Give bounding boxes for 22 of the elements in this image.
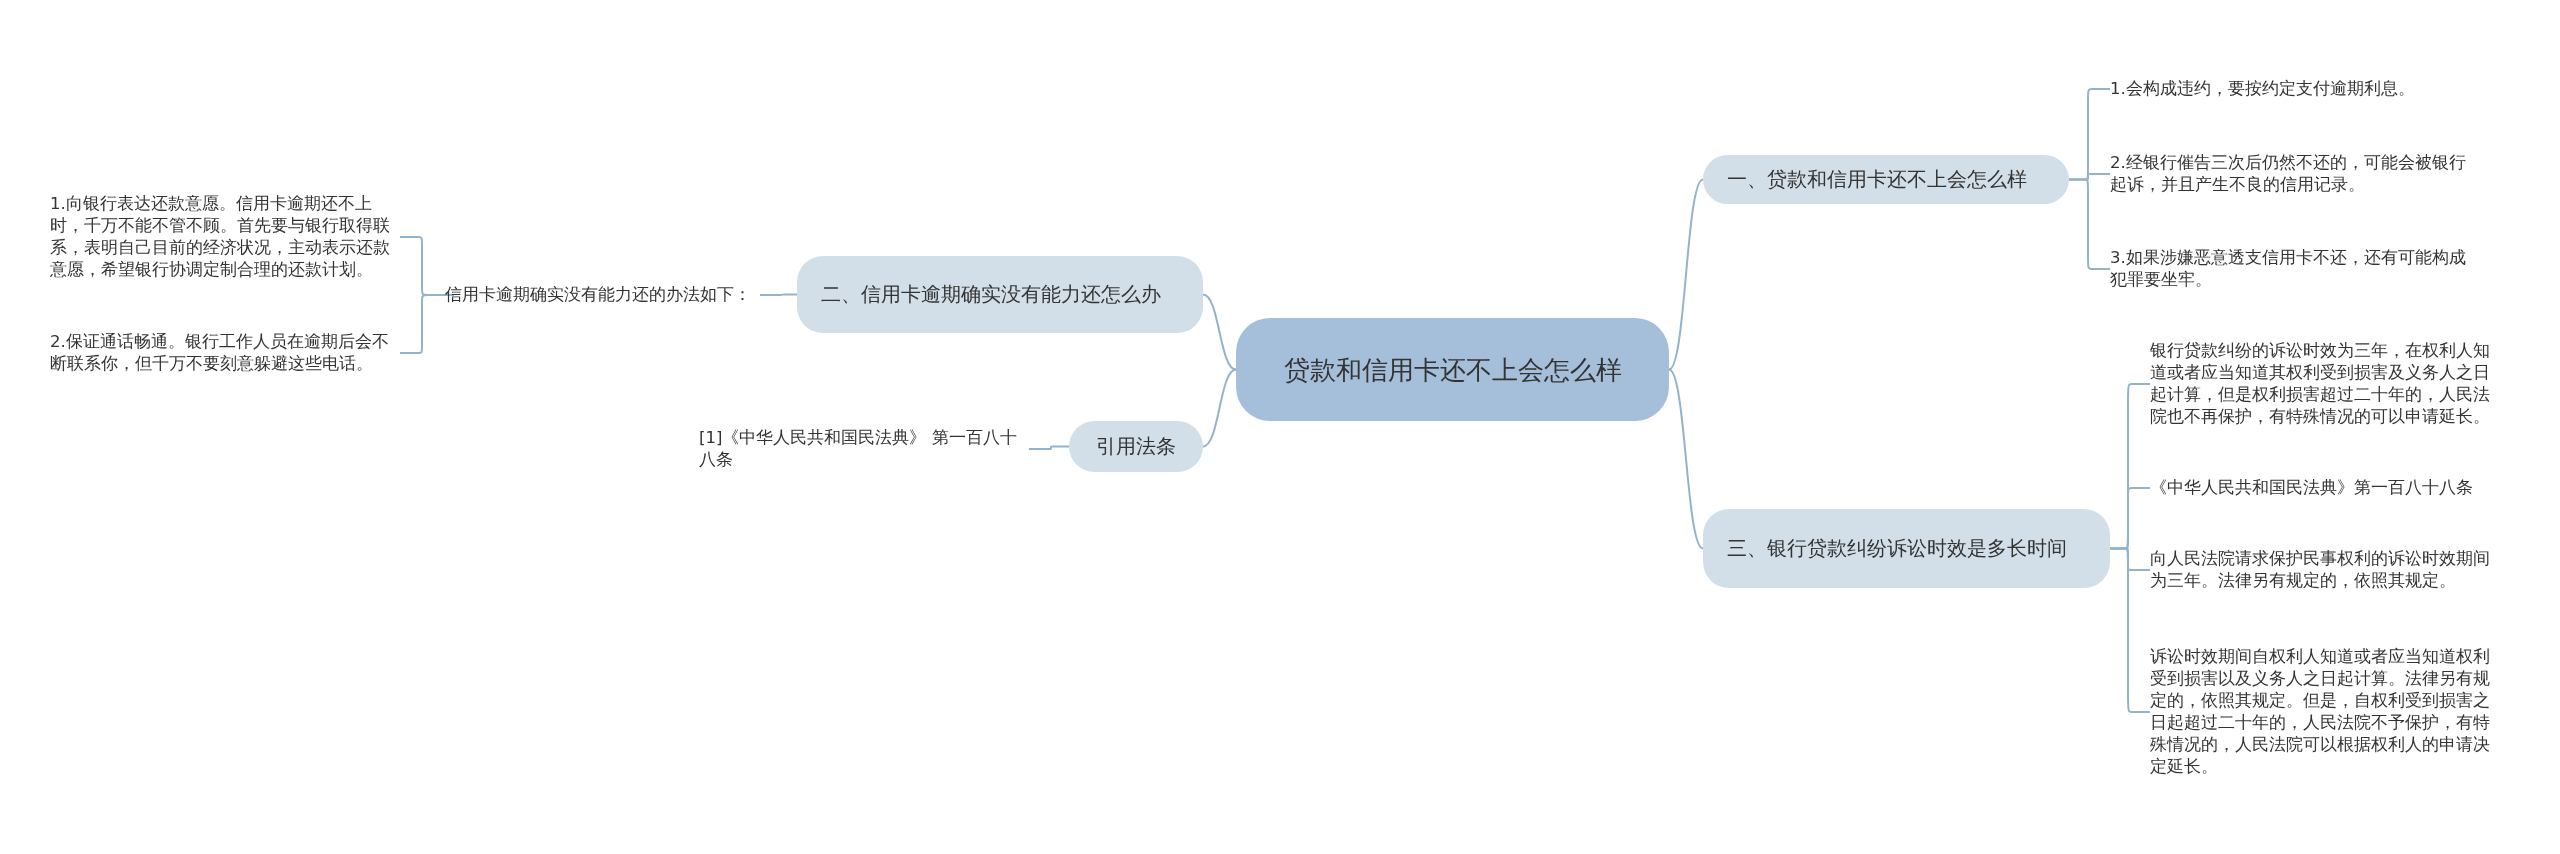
topic-box: 二、信用卡逾期确实没有能力还怎么办 — [797, 256, 1203, 333]
connector-line — [759, 293, 798, 296]
note-text: 1.会构成违约，要按约定支付逾期利息。 — [2110, 78, 2470, 100]
note-text: 信用卡逾期确实没有能力还的办法如下： — [445, 284, 760, 306]
note-text: 向人民法院请求保护民事权利的诉讼时效期间为三年。法律另有规定的，依照其规定。 — [2150, 548, 2505, 592]
connector-line — [1028, 445, 1070, 450]
connector-line — [1202, 293, 1237, 371]
connector-line — [1202, 368, 1237, 448]
note-text: 《中华人民共和国民法典》第一百八十八条 — [2150, 477, 2505, 499]
topic-box: 三、银行贷款纠纷诉讼时效是多长时间 — [1703, 509, 2110, 588]
note-text: 2.经银行催告三次后仍然不还的，可能会被银行起诉，并且产生不良的信用记录。 — [2110, 152, 2470, 196]
note-text: [1]《中华人民共和国民法典》 第一百八十八条 — [699, 427, 1029, 471]
note-text: 1.向银行表达还款意愿。信用卡逾期还不上时，千万不能不管不顾。首先要与银行取得联系，表明自己目前的经济状况，主动表示还款意愿，希望银行协调定制合理的还款计划。 — [50, 193, 400, 281]
connector-line — [1668, 178, 1704, 371]
note-text: 诉讼时效期间自权利人知道或者应当知道权利受到损害以及义务人之日起计算。法律另有规定的，依照其规定。但是，自权利受到损害之日起超过二十年的，人民法院不予保护，有特殊情况的，人民法院可以根据权利人的申请决定延长。 — [2150, 646, 2505, 778]
note-text: 3.如果涉嫌恶意透支信用卡不还，还有可能构成犯罪要坐牢。 — [2110, 247, 2470, 291]
connector-line — [1668, 368, 1704, 550]
central-topic: 贷款和信用卡还不上会怎么样 — [1236, 318, 1669, 421]
topic-box: 一、贷款和信用卡还不上会怎么样 — [1703, 155, 2069, 204]
topic-box: 引用法条 — [1069, 421, 1203, 472]
note-text: 2.保证通话畅通。银行工作人员在逾期后会不断联系你，但千万不要刻意躲避这些电话。 — [50, 331, 400, 375]
note-text: 银行贷款纠纷的诉讼时效为三年，在权利人知道或者应当知道其权利受到损害及义务人之日起计算，但是权利损害超过二十年的，人民法院也不再保护，有特殊情况的可以申请延长。 — [2150, 340, 2505, 428]
